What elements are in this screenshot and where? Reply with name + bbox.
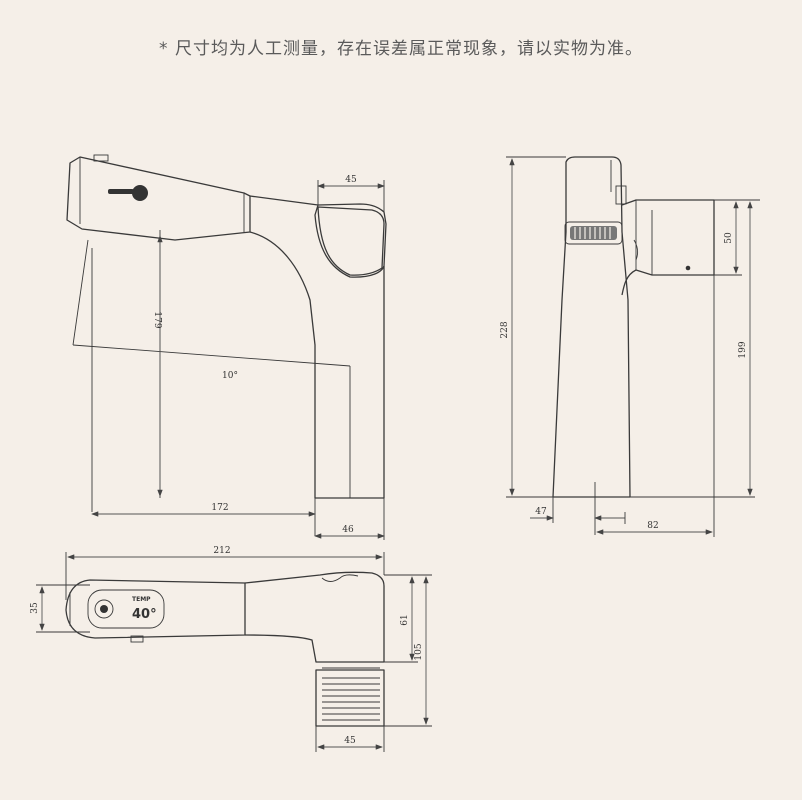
front-view: 228 199 50 47 82 bbox=[500, 156, 760, 537]
top-view: TEMP 40° 212 35 61 105 45 bbox=[30, 546, 432, 752]
dim-side-angle: 10° bbox=[222, 371, 238, 381]
dim-front-base: 47 bbox=[535, 507, 547, 517]
dim-top-length: 212 bbox=[213, 546, 230, 556]
dim-top-body: 61 bbox=[400, 614, 410, 625]
dim-side-height: 179 bbox=[152, 311, 162, 328]
dim-top-total: 105 bbox=[414, 643, 424, 660]
dim-side-base: 46 bbox=[342, 525, 354, 535]
dim-top-bottom: 45 bbox=[344, 736, 356, 746]
dim-front-reach: 82 bbox=[647, 521, 658, 531]
side-sensor-icon bbox=[132, 185, 148, 201]
display-label: TEMP bbox=[132, 596, 151, 603]
side-view: 45 179 10° 172 46 bbox=[66, 154, 387, 540]
dim-front-spout-height: 199 bbox=[738, 341, 748, 358]
measurement-note: * 尺寸均为人工测量，存在误差属正常现象，请以实物为准。 bbox=[159, 39, 643, 59]
top-sensor-icon bbox=[94, 599, 114, 619]
front-handle bbox=[621, 199, 715, 296]
side-spray-head bbox=[66, 156, 251, 241]
dim-side-depth: 172 bbox=[211, 503, 228, 513]
top-display-panel bbox=[87, 589, 165, 629]
side-body bbox=[249, 195, 387, 278]
dim-top-head: 35 bbox=[30, 602, 40, 614]
dim-front-handle-height: 50 bbox=[724, 232, 734, 244]
top-body bbox=[244, 571, 385, 663]
front-body bbox=[552, 156, 631, 498]
dim-front-total-height: 228 bbox=[500, 321, 510, 338]
dim-side-top: 45 bbox=[345, 175, 357, 185]
top-button bbox=[130, 635, 144, 643]
front-valve-cap bbox=[615, 185, 627, 205]
side-handle bbox=[317, 206, 385, 276]
display-value: 40° bbox=[132, 607, 157, 622]
